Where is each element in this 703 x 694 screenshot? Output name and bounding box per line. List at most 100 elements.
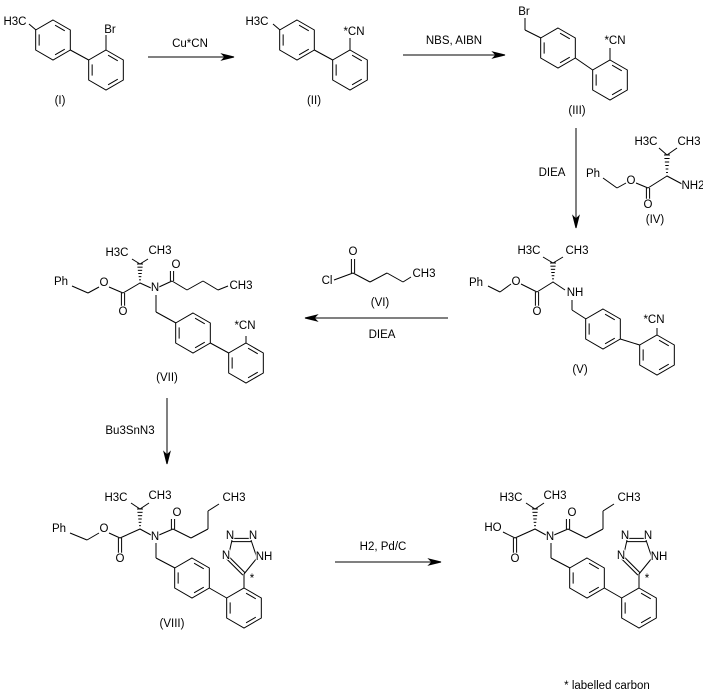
bond xyxy=(155,311,177,324)
benzene-ring xyxy=(592,59,628,101)
bond xyxy=(553,528,569,536)
tetrazole-nitrogen-label: N xyxy=(617,550,625,562)
methyl-label: CH3 xyxy=(412,268,435,280)
benzene-ring xyxy=(35,19,71,61)
benzene-ring xyxy=(174,557,210,599)
bond xyxy=(534,528,547,536)
aromatic-double-bond xyxy=(604,337,616,345)
aromatic-double-bond xyxy=(245,592,257,600)
bond xyxy=(622,539,628,559)
reagent-label: Cu*CN xyxy=(172,38,208,50)
bond xyxy=(550,557,571,569)
bond xyxy=(620,338,640,346)
bond xyxy=(604,587,622,599)
methyl-label: H3C xyxy=(245,16,268,28)
methyl-label: CH3 xyxy=(148,245,171,257)
oxygen-label: O xyxy=(533,306,542,318)
compound-label: (V) xyxy=(572,364,588,376)
bonds xyxy=(28,18,683,629)
oxygen-label: O xyxy=(627,175,636,187)
double-bond xyxy=(621,558,639,576)
compound-label: (VII) xyxy=(156,372,178,384)
bond xyxy=(525,502,536,510)
bond xyxy=(647,175,668,189)
bond xyxy=(542,256,554,264)
aromatic-double-bond xyxy=(247,347,259,355)
nitrogen-label: N xyxy=(546,531,554,543)
bond xyxy=(108,532,121,539)
bond xyxy=(158,280,173,288)
bond xyxy=(536,281,554,293)
bond xyxy=(552,281,566,291)
methyl-label: H3C xyxy=(105,247,128,259)
aromatic-double-bond xyxy=(298,48,310,56)
compound-label: (VI) xyxy=(371,297,390,309)
aromatic-double-bond xyxy=(194,341,206,349)
aromatic-double-bond xyxy=(351,78,363,86)
aromatic-double-bond xyxy=(247,371,259,379)
aromatic-double-bond xyxy=(351,54,363,62)
bond xyxy=(514,528,536,539)
aromatic-double-bond xyxy=(54,48,66,56)
oxygen-label: O xyxy=(511,553,520,565)
bond xyxy=(585,528,604,539)
benzene-ring xyxy=(639,334,675,376)
methyl-label: H3C xyxy=(499,492,522,504)
arrow-head-icon xyxy=(220,53,235,61)
bond xyxy=(139,528,152,536)
methyl-label: CH3 xyxy=(543,490,566,502)
oxygen-label: O xyxy=(173,507,182,519)
aromatic-double-bond xyxy=(245,616,257,624)
phenyl-label: Ph xyxy=(54,276,68,288)
methyl-label: CH3 xyxy=(677,136,700,148)
aromatic-double-bond xyxy=(658,363,670,371)
tetrazole-nh-label: NH xyxy=(256,551,273,563)
oxygen-label: O xyxy=(568,507,577,519)
bond xyxy=(552,256,564,264)
oxygen-label: O xyxy=(100,277,109,289)
reaction-arrows xyxy=(148,51,580,566)
bromo-label: Br xyxy=(518,6,530,18)
bond xyxy=(130,502,141,510)
bond xyxy=(645,539,653,559)
reagent-label: NBS, AIBN xyxy=(426,35,482,47)
bond xyxy=(217,285,229,291)
benzene-ring xyxy=(540,27,576,69)
aromatic-double-bond xyxy=(611,64,623,72)
bond xyxy=(520,283,538,293)
bond xyxy=(314,49,333,61)
compound-label: (II) xyxy=(307,95,321,107)
methyl-label: CH3 xyxy=(565,245,588,257)
bond xyxy=(86,532,100,541)
bond xyxy=(386,272,404,283)
aromatic-double-bond xyxy=(107,78,119,86)
bond xyxy=(638,557,653,575)
bond xyxy=(487,285,501,293)
benzene-ring xyxy=(279,19,315,61)
benzene-ring xyxy=(175,312,211,354)
benzene-ring xyxy=(88,49,124,91)
bond xyxy=(352,272,371,283)
double-bond xyxy=(623,556,641,574)
arrow-head-icon xyxy=(491,51,506,59)
benzene-ring xyxy=(226,587,262,629)
bond xyxy=(139,282,152,289)
methyl-label: CH3 xyxy=(148,490,171,502)
benzene-ring xyxy=(569,557,605,599)
compound-label: (I) xyxy=(55,95,66,107)
oxygen-label: O xyxy=(172,259,181,271)
aromatic-double-bond xyxy=(604,313,616,321)
bond xyxy=(155,557,176,569)
phenyl-label: Ph xyxy=(52,523,66,535)
bond xyxy=(402,276,412,283)
bond xyxy=(209,587,227,599)
oxygen-label: O xyxy=(644,199,653,211)
tetrazole-nitrogen-label: N xyxy=(249,530,257,542)
benzene-ring xyxy=(332,49,368,91)
bond xyxy=(172,528,192,539)
phenyl-label: Ph xyxy=(586,168,600,180)
chloro-label: Cl xyxy=(322,275,333,287)
oxygen-label: O xyxy=(512,276,521,288)
bond xyxy=(210,342,229,354)
